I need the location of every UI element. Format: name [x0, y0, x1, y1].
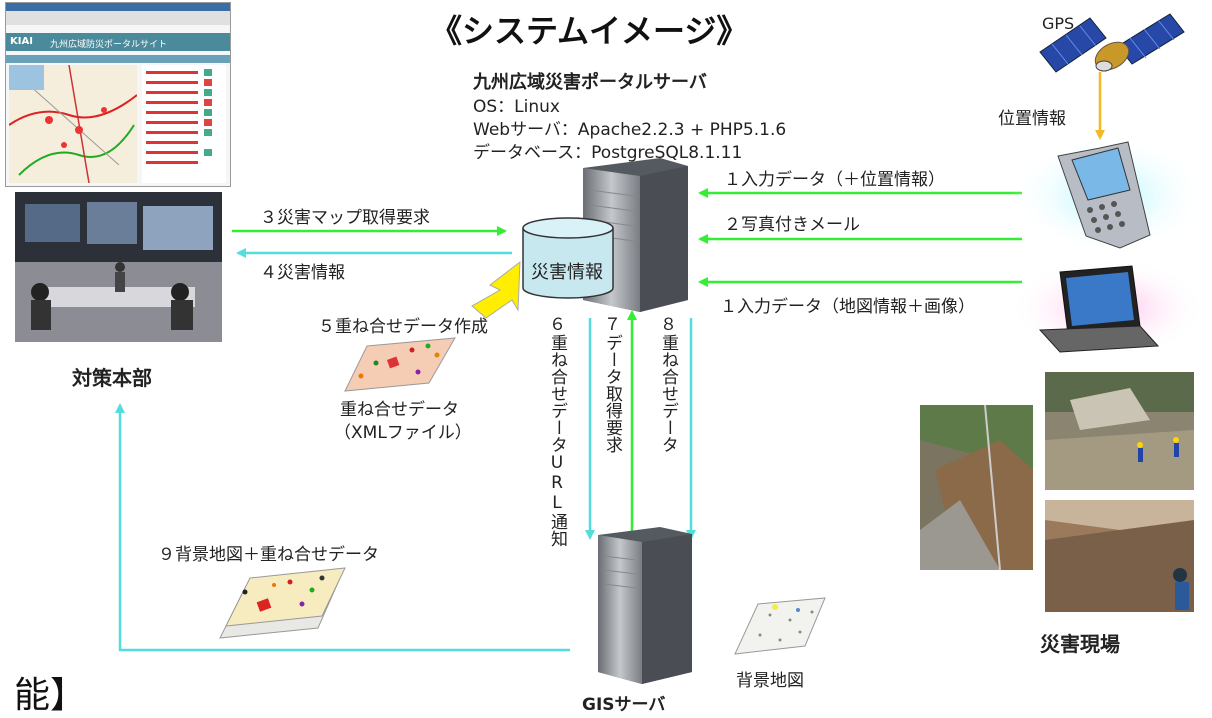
mobile-phone-icon	[1010, 135, 1206, 255]
flow-8-number: ８	[660, 315, 677, 335]
server-name: 九州広域災害ポータルサーバ	[473, 72, 707, 93]
portal-logo: KIAI	[10, 36, 33, 47]
gis-server-icon	[598, 527, 692, 684]
disaster-photo-2	[1045, 372, 1194, 490]
flow-6-overlay-url-notice: 重ね合せデータURL通知	[547, 334, 567, 547]
disaster-site-label: 災害現場	[1040, 632, 1120, 656]
map-with-overlay-icon	[219, 567, 346, 639]
flow-5-create-overlay: ５重ね合せデータ作成	[318, 317, 488, 337]
yellow-arrow	[471, 260, 521, 319]
corner-fragment-text: 能】	[14, 675, 87, 716]
flow-9-map-overlay: ９背景地図＋重ね合せデータ	[158, 545, 379, 565]
hq-photo	[15, 192, 222, 342]
portal-map	[8, 64, 138, 184]
flow-1-mobile-input: １入力データ（＋位置情報）	[724, 170, 945, 190]
disaster-photo-3	[1045, 500, 1194, 612]
overlay-data-label: 重ね合せデータ	[340, 400, 459, 420]
background-map-icon	[734, 597, 826, 655]
flow-4-disaster-info: ４災害情報	[260, 263, 345, 283]
flow-1-pc-input: １入力データ（地図情報＋画像）	[720, 297, 975, 317]
hq-label: 対策本部	[72, 366, 152, 390]
position-info-label: 位置情報	[998, 109, 1066, 129]
db-label: 災害情報	[531, 262, 603, 283]
gps-satellite-icon	[1039, 13, 1185, 73]
server-web: Webサーバ：Apache2.2.3 + PHP5.1.6	[473, 120, 787, 140]
laptop-icon	[1010, 258, 1206, 358]
gps-label: GPS	[1042, 14, 1075, 33]
flow-7-data-request: データ取得要求	[602, 334, 622, 453]
portal-header-text: 九州広域防災ポータルサイト	[50, 40, 168, 50]
background-map-label: 背景地図	[736, 671, 804, 691]
flow-3-map-request: ３災害マップ取得要求	[260, 208, 430, 228]
flow-2-photo-mail: ２写真付きメール	[724, 215, 860, 235]
flow-8-overlay-data: 重ね合せデータ	[658, 334, 678, 453]
portal-site-screenshot: KIAI 九州広域防災ポータルサイト	[5, 2, 231, 187]
db-cylinder-icon	[522, 217, 614, 299]
server-db: データベース：PostgreSQL8.1.11	[473, 143, 743, 163]
flow-6-number: ６	[549, 315, 566, 335]
server-os: OS：Linux	[473, 97, 560, 117]
disaster-photo-1	[920, 404, 1033, 571]
flow-7-number: ７	[604, 315, 621, 335]
overlay-data-format: （XMLファイル）	[334, 423, 472, 443]
gis-server-label: GISサーバ	[582, 695, 666, 715]
overlay-data-icon	[344, 337, 456, 392]
page-title: 《システムイメージ》	[430, 12, 749, 50]
